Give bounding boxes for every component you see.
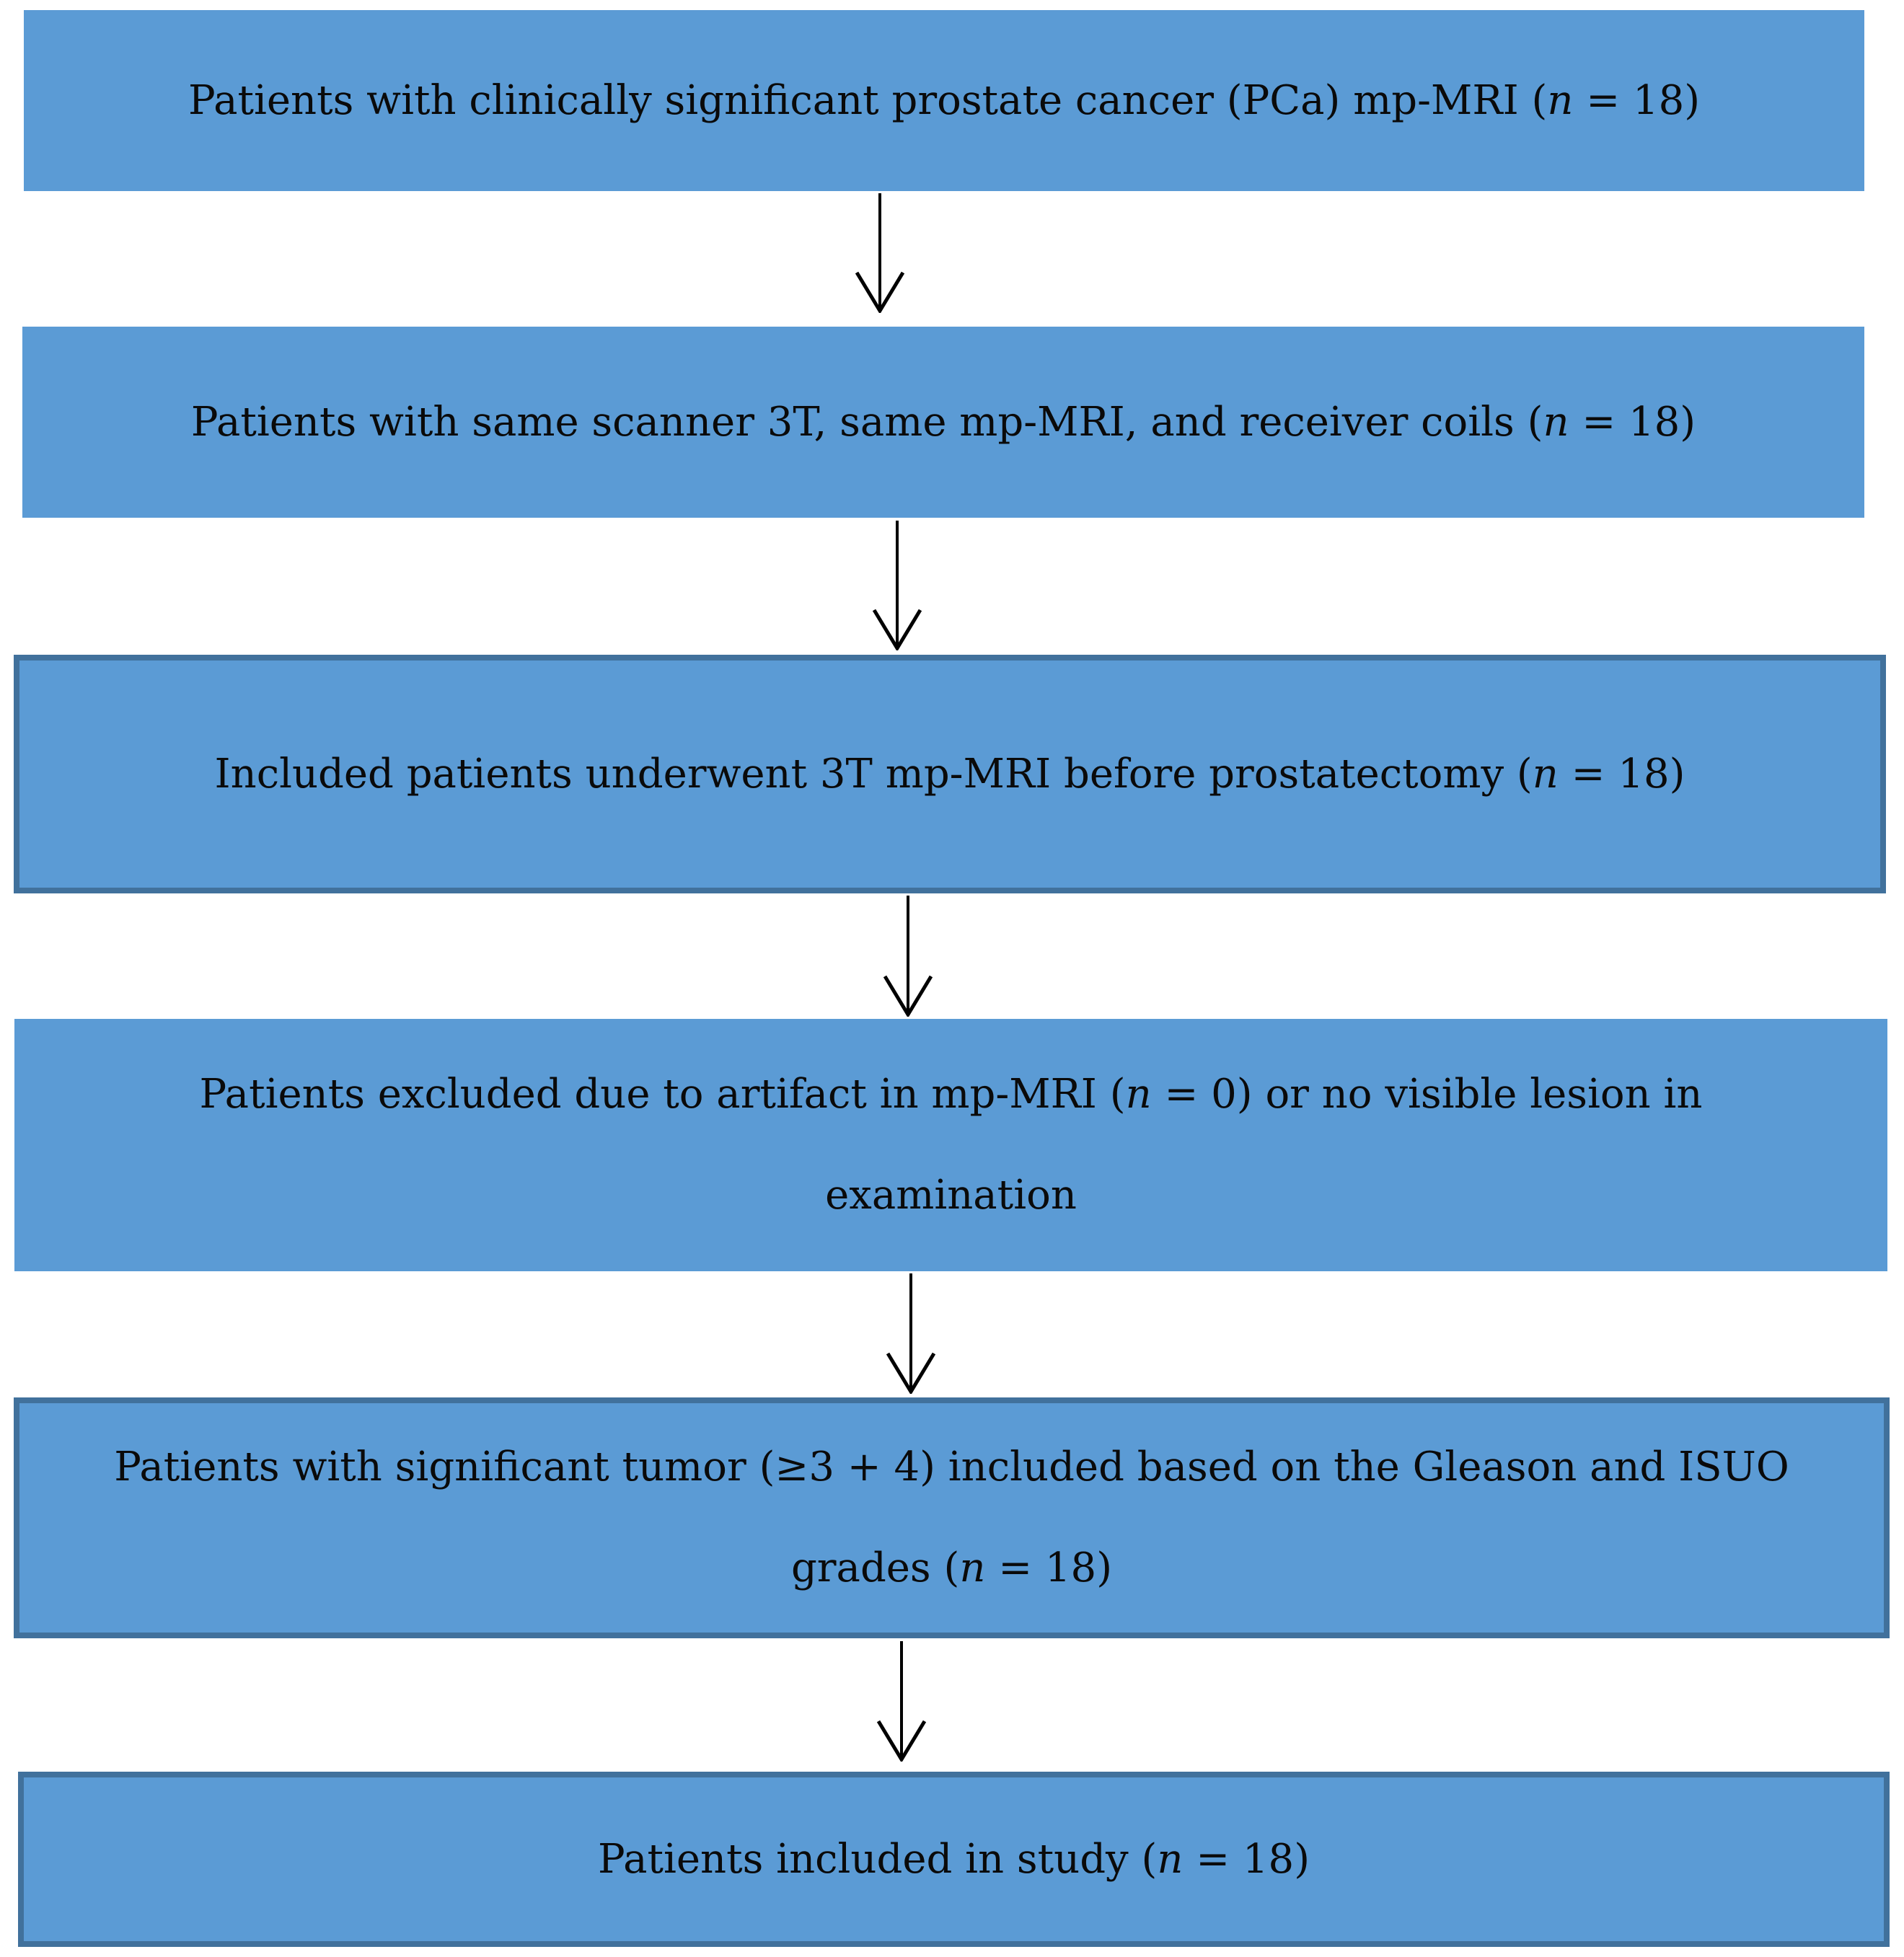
down-arrow-1: [855, 193, 905, 313]
down-arrow-3: [883, 896, 933, 1017]
flow-box-significant-tumor: Patients with significant tumor (≥3 + 4)…: [14, 1397, 1890, 1638]
flow-box-pca-mpmri-cohort: Patients with clinically significant pro…: [24, 10, 1864, 191]
flow-box-text: Patients with clinically significant pro…: [188, 76, 1701, 124]
flow-box-text-line-2: grades (n = 18): [790, 1545, 1113, 1591]
flow-box-included-in-study: Patients included in study (n = 18): [18, 1772, 1890, 1947]
down-arrow-5: [876, 1641, 927, 1762]
flow-box-underwent-mpmri: Included patients underwent 3T mp-MRI be…: [14, 655, 1886, 893]
flow-box-text-line-2: examination: [825, 1172, 1077, 1219]
flow-box-text: Patients included in study (n = 18): [597, 1835, 1310, 1883]
down-arrow-4: [886, 1273, 936, 1394]
flow-box-same-scanner: Patients with same scanner 3T, same mp-M…: [22, 327, 1864, 518]
flow-box-excluded-artifact: Patients excluded due to artifact in mp-…: [14, 1019, 1887, 1271]
down-arrow-2: [872, 521, 922, 650]
flow-box-text: Patients with same scanner 3T, same mp-M…: [190, 398, 1696, 446]
flow-box-text-line-1: Patients with significant tumor (≥3 + 4)…: [114, 1444, 1789, 1490]
flow-box-text: Included patients underwent 3T mp-MRI be…: [214, 750, 1685, 798]
flow-box-text-line-1: Patients excluded due to artifact in mp-…: [199, 1071, 1703, 1118]
